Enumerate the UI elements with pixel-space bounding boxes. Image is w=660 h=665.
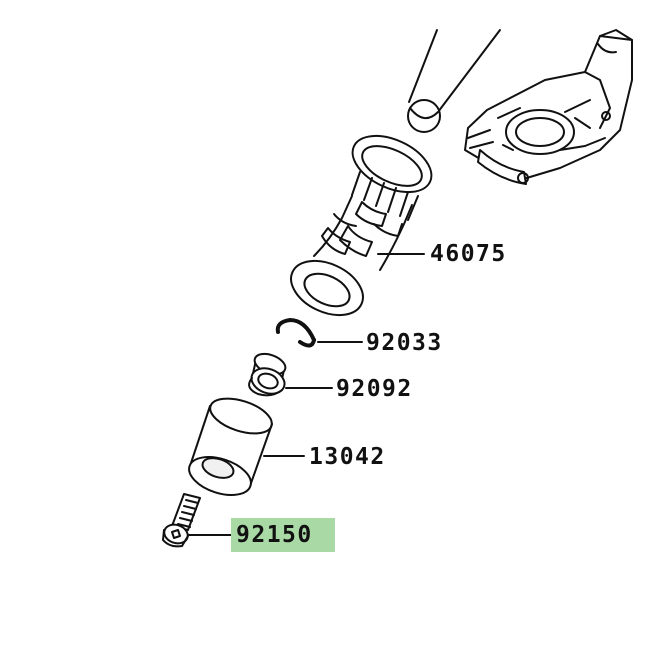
part-label-92092: 92092 xyxy=(336,376,413,402)
lever-mount-housing xyxy=(464,29,633,185)
circlip xyxy=(275,318,316,348)
handlebar-grip xyxy=(290,134,433,317)
part-label-13042: 13042 xyxy=(309,444,386,470)
part-highlight-92150 xyxy=(231,518,335,552)
handlebar-tube xyxy=(407,29,501,133)
part-label-46075: 46075 xyxy=(430,241,507,267)
damper-bushing xyxy=(248,352,287,397)
part-label-92150: 92150 xyxy=(236,522,313,548)
bolt xyxy=(162,493,201,548)
bar-end-weight xyxy=(188,397,273,496)
part-label-92033: 92033 xyxy=(366,330,443,356)
